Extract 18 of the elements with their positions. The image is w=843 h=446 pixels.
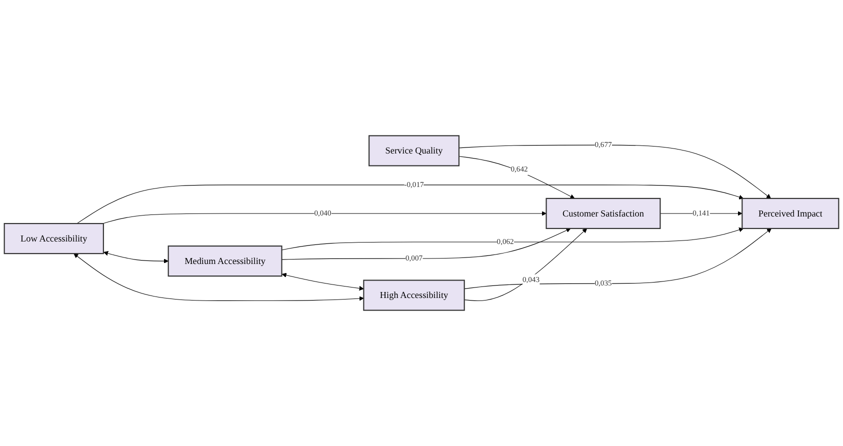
arrow [458,156,575,199]
node-box: Perceived Impact [742,198,840,230]
arrow [660,211,742,216]
arrow [281,228,571,260]
node-box: High Accessibility [363,280,465,311]
node-box: Customer Satisfaction [546,198,661,230]
arrow [74,253,364,301]
arrow [458,144,772,199]
arrow [281,228,744,250]
arrow [282,272,364,291]
arrow [102,211,546,224]
arrow [103,251,169,264]
arrow [464,228,772,290]
node-box: Medium Accessibility [168,246,282,277]
arrow [76,184,744,224]
node-box: Service Quality [368,135,460,166]
arrow [464,228,588,302]
node-box: Low Accessibility [4,223,104,254]
